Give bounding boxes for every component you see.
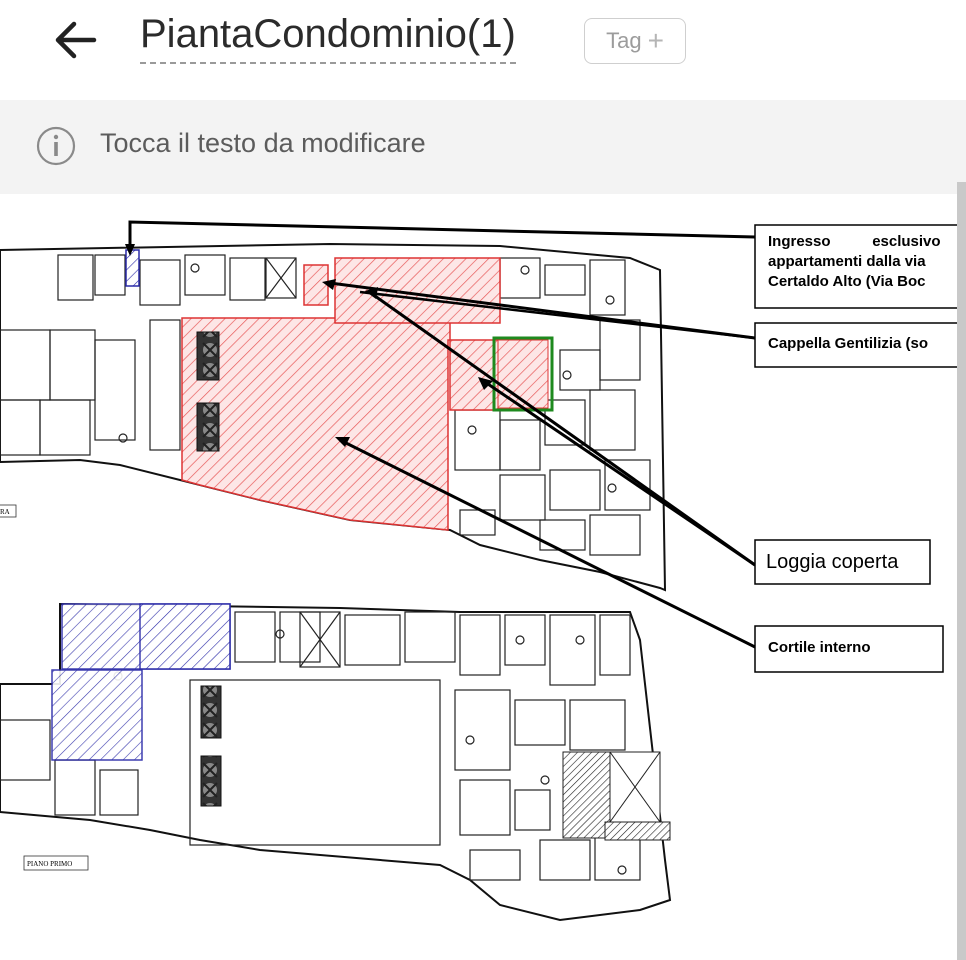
vertical-scrollbar[interactable]: [957, 182, 966, 960]
ra-label: RA: [0, 508, 10, 516]
plus-icon: +: [647, 25, 664, 56]
first-floor-plan: PIANO PRIMO: [0, 602, 672, 922]
top-bar: PiantaCondominio(1) Tag +: [0, 0, 966, 100]
ingresso-line-2: appartamenti dalla via: [768, 253, 926, 270]
document-title[interactable]: PiantaCondominio(1): [140, 10, 516, 64]
ingresso-line-3: Certaldo Alto (Via Boc: [768, 273, 926, 290]
info-hint-text: Tocca il testo da modificare: [100, 128, 426, 158]
tag-label: Tag: [606, 28, 642, 53]
cappella-text: Cappella Gentilizia (so: [768, 335, 928, 352]
info-bar: [0, 100, 966, 194]
ground-floor-plan: RA: [0, 242, 667, 592]
label-ingresso[interactable]: Ingresso esclusivo appartamenti dalla vi…: [754, 224, 966, 309]
label-loggia[interactable]: Loggia coperta: [754, 539, 931, 585]
leader-lines: [128, 220, 756, 649]
ingresso-line-1: Ingresso esclusivo: [768, 233, 941, 250]
add-tag-button[interactable]: Tag +: [584, 18, 686, 64]
loggia-text: Loggia coperta: [766, 551, 899, 573]
cortile-text: Cortile interno: [768, 639, 871, 656]
info-icon: [34, 124, 78, 173]
back-arrow-icon[interactable]: [52, 18, 100, 62]
label-cortile[interactable]: Cortile interno: [754, 625, 944, 673]
piano-primo-label: PIANO PRIMO: [27, 860, 72, 868]
label-cappella[interactable]: Cappella Gentilizia (so: [754, 322, 966, 368]
arrowheads: [125, 244, 493, 447]
floor-plan-image[interactable]: RA: [0, 194, 966, 960]
